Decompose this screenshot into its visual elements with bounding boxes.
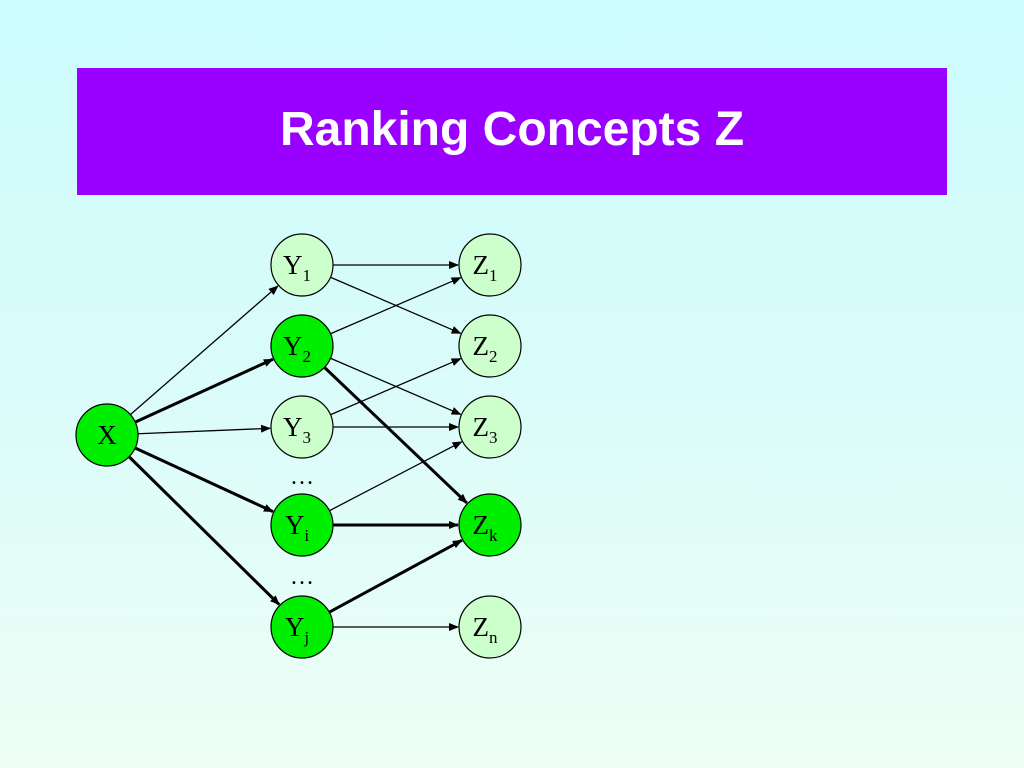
node-label-main: Z xyxy=(473,412,490,442)
edges-layer xyxy=(128,261,468,631)
edge-Y2-Zk xyxy=(323,366,468,505)
node-Y2: Y2 xyxy=(270,314,334,378)
node-X: X xyxy=(75,403,139,467)
page-title: Ranking Concepts Z xyxy=(279,103,745,156)
node-label-main: Y xyxy=(283,250,303,280)
node-label: Y1 xyxy=(283,250,311,285)
node-circle xyxy=(270,314,334,378)
node-label: X xyxy=(97,420,117,450)
node-label-subscript: i xyxy=(304,526,309,545)
node-label-subscript: 1 xyxy=(303,266,312,285)
ellipsis-upper: … xyxy=(290,464,314,490)
edge-Yj-Zk xyxy=(328,538,463,614)
node-Y1: Y1 xyxy=(270,233,334,297)
node-Z2: Z2 xyxy=(458,314,522,378)
node-label-main: Y xyxy=(285,510,305,540)
node-label-main: Z xyxy=(473,612,490,642)
node-label-subscript: 3 xyxy=(303,428,312,447)
edge-X-Yj xyxy=(128,455,281,606)
node-Zn: Zn xyxy=(458,595,522,659)
node-label: Z3 xyxy=(473,412,498,447)
node-Y3: Y3 xyxy=(270,395,334,459)
node-circle xyxy=(458,395,522,459)
title-banner: Ranking Concepts Z xyxy=(77,68,947,195)
node-label-subscript: j xyxy=(303,628,309,647)
node-label: Y3 xyxy=(283,412,311,447)
node-label: Y2 xyxy=(283,331,311,366)
node-label: Yj xyxy=(285,612,309,647)
node-circle xyxy=(270,595,334,659)
node-label-main: Y xyxy=(283,331,303,361)
node-Yi: Yi xyxy=(270,493,334,557)
node-Z3: Z3 xyxy=(458,395,522,459)
edge-Yi-Z3 xyxy=(329,441,463,512)
node-Z1: Z1 xyxy=(458,233,522,297)
node-label-subscript: k xyxy=(489,526,498,545)
node-Zk: Zk xyxy=(458,493,522,557)
node-circle xyxy=(458,493,522,557)
node-circle xyxy=(270,233,334,297)
node-circle xyxy=(458,595,522,659)
node-label-subscript: n xyxy=(489,628,498,647)
node-label: Zn xyxy=(473,612,499,647)
node-label-main: Y xyxy=(285,612,305,642)
node-label: Yi xyxy=(285,510,310,545)
edge-X-Yi xyxy=(134,446,274,513)
node-label-subscript: 2 xyxy=(489,347,498,366)
node-label-subscript: 1 xyxy=(489,266,498,285)
node-label-main: Z xyxy=(473,250,490,280)
node-circle xyxy=(270,493,334,557)
edge-X-Y2 xyxy=(134,357,274,424)
node-circle xyxy=(75,403,139,467)
node-label: Z2 xyxy=(473,331,498,366)
node-label-main: Y xyxy=(283,412,303,442)
node-circle xyxy=(270,395,334,459)
edge-X-Y1 xyxy=(129,285,279,416)
edge-X-Y3 xyxy=(137,424,272,435)
edge-Y2-Z1 xyxy=(330,277,462,335)
node-circle xyxy=(458,314,522,378)
node-label: Z1 xyxy=(473,250,498,285)
node-Yj: Yj xyxy=(270,595,334,659)
node-label-main: Z xyxy=(473,510,490,540)
node-circle xyxy=(458,233,522,297)
node-label-subscript: 3 xyxy=(489,428,498,447)
node-label-main: Z xyxy=(473,331,490,361)
ellipsis-lower: … xyxy=(290,564,314,590)
node-label-subscript: 2 xyxy=(303,347,312,366)
node-label-main: X xyxy=(97,420,117,450)
edge-Y3-Z2 xyxy=(330,358,462,416)
node-label: Zk xyxy=(473,510,499,545)
